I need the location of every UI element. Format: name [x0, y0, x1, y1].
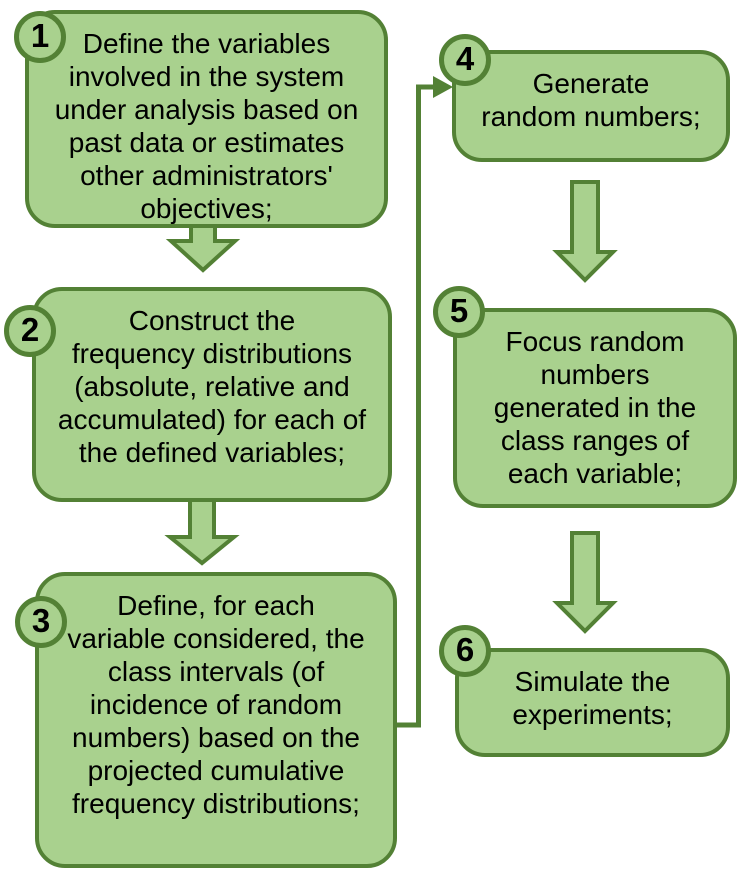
- step-box: Generate random numbers;: [452, 50, 730, 162]
- step-box: Focus random numbers generated in the cl…: [453, 308, 737, 508]
- step-number-badge: 4: [439, 34, 491, 86]
- step-number-badge: 2: [4, 305, 56, 357]
- down-arrow-4-5-icon: [552, 180, 618, 283]
- down-arrow-2-3-icon: [164, 500, 240, 566]
- step-number-badge: 3: [15, 596, 67, 648]
- step-box: Define the variables involved in the sys…: [25, 10, 388, 228]
- loop-connector-arrowhead-icon: [433, 76, 453, 98]
- step-box: Construct the frequency distributions (a…: [32, 287, 392, 502]
- step-text: Generate random numbers;: [481, 68, 701, 132]
- step-box: Define, for each variable considered, th…: [35, 572, 397, 868]
- step-text: Construct the frequency distributions (a…: [57, 305, 367, 468]
- step-number-badge: 5: [433, 286, 485, 338]
- step-text: Focus random numbers generated in the cl…: [493, 326, 697, 489]
- down-arrow-1-2-icon: [165, 220, 241, 273]
- step-number-badge: 1: [14, 11, 66, 63]
- step-number-badge: 6: [439, 625, 491, 677]
- step-text: Simulate the experiments;: [512, 666, 673, 730]
- step-text: Define the variables involved in the sys…: [54, 28, 359, 224]
- loop-connector-line: [397, 84, 434, 728]
- step-text: Define, for each variable considered, th…: [67, 590, 365, 819]
- step-box: Simulate the experiments;: [455, 648, 730, 757]
- down-arrow-5-6-icon: [552, 531, 618, 634]
